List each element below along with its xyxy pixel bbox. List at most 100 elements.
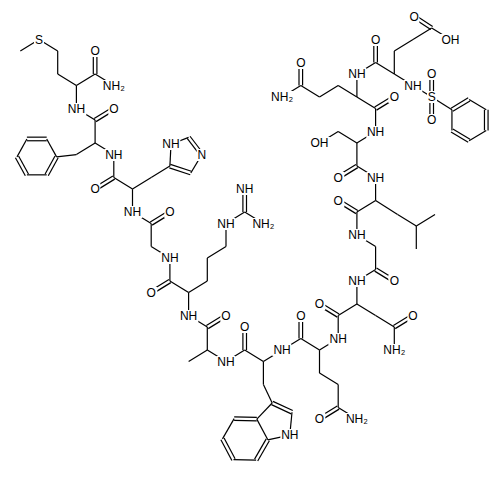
bond-line (338, 304, 357, 316)
bond-line (263, 385, 272, 403)
bond-line (27, 140, 47, 141)
bond-line (76, 143, 95, 155)
bond-line (234, 420, 257, 422)
bond-line (375, 247, 376, 270)
bond-line (27, 174, 47, 175)
bond-line (170, 281, 189, 293)
atom-label: O (426, 68, 437, 80)
bond-line (114, 178, 133, 190)
bond-line (338, 132, 357, 144)
atom-label: NH (272, 344, 291, 356)
bond-line (301, 86, 320, 98)
atom-label: O (408, 11, 419, 23)
bond-line (151, 224, 152, 247)
atom-label: NH (216, 356, 235, 368)
atom-label: O (333, 172, 344, 184)
atom-label: NH (347, 68, 366, 80)
atom-label: NH (366, 126, 385, 138)
atom-label: NH₂ (102, 80, 126, 92)
atom-label: O (333, 195, 344, 207)
bond-line (15, 158, 25, 176)
bond-line (48, 158, 58, 176)
atom-label: NH (67, 103, 86, 115)
atom-label: NH₂ (251, 218, 275, 230)
bond-line (189, 350, 208, 362)
bond-line (338, 86, 357, 98)
bond-line (376, 63, 395, 75)
bond-line (133, 178, 152, 190)
atom-label: O (314, 298, 325, 310)
bond-line (57, 51, 58, 74)
bond-line (224, 438, 235, 459)
atom-label: O (314, 413, 325, 425)
bond-line (376, 316, 395, 328)
bond-line (273, 401, 293, 410)
bond-line (451, 110, 452, 131)
bond-line (257, 419, 268, 440)
bond-line (357, 304, 376, 316)
bond-line (207, 258, 208, 281)
bond-line (357, 97, 376, 109)
bond-line (320, 86, 339, 98)
bond-line (207, 247, 226, 259)
bond-line (169, 168, 190, 175)
atom-label: NH (161, 138, 180, 150)
atom-label: NH (329, 333, 348, 345)
bond-line (451, 98, 468, 108)
bond-line (170, 164, 191, 171)
atom-label: O (108, 103, 119, 115)
atom-label: NH (104, 149, 123, 161)
bond-line (394, 51, 395, 74)
atom-label: O (295, 310, 306, 322)
atom-label: S (427, 91, 437, 103)
bond-line (234, 416, 257, 418)
atom-label: NH (160, 252, 179, 264)
atom-label: OH (440, 34, 460, 46)
bond-line (76, 74, 95, 86)
bond-line (151, 166, 170, 178)
atom-label: NH (216, 218, 235, 230)
bond-line (58, 74, 77, 86)
atom-label: NH₂ (270, 91, 294, 103)
bond-line (255, 439, 267, 459)
atom-label: O (146, 287, 157, 299)
atom-label: O (295, 57, 306, 69)
atom-label: OH (310, 137, 330, 149)
bond-line (484, 110, 485, 131)
atom-label: NH (347, 275, 366, 287)
bond-line (487, 110, 488, 131)
bond-line (17, 139, 27, 157)
bond-line (47, 139, 57, 157)
atom-label: O (89, 183, 100, 195)
bond-line (189, 281, 208, 293)
atom-label: O (239, 321, 250, 333)
bond-line (469, 99, 486, 109)
atom-label: NH₂ (345, 413, 369, 425)
atom-label: NH (235, 183, 254, 195)
bond-line (338, 385, 339, 408)
atom-label: NH₂ (382, 344, 406, 356)
bond-line (398, 214, 417, 226)
atom-label: NH (123, 206, 142, 218)
bond-line (245, 350, 264, 362)
bond-line (376, 201, 398, 215)
bond-line (271, 405, 291, 414)
bond-line (257, 403, 272, 419)
bond-line (301, 339, 320, 351)
atom-label: O (220, 310, 231, 322)
atom-label: NH (179, 310, 198, 322)
bond-line (413, 28, 432, 39)
bond-line (394, 40, 413, 52)
bond-line (357, 201, 376, 213)
bond-line (320, 373, 339, 385)
atom-label: N (196, 149, 207, 161)
bond-line (416, 214, 435, 226)
bond-line (94, 120, 95, 143)
bond-line (451, 132, 468, 142)
atom-label: O (389, 91, 400, 103)
bond-line (356, 143, 357, 166)
bond-line (27, 137, 47, 138)
atom-label: NH (347, 229, 366, 241)
